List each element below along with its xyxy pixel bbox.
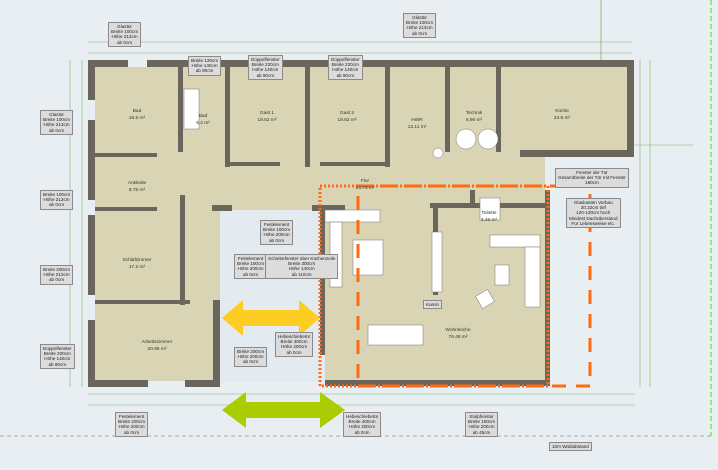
annotation-note: Breite 100cm Höhe 213cm ab 0cm <box>40 190 74 210</box>
room-area: 18.62 m² <box>337 118 357 123</box>
room-name: Küche <box>555 109 569 114</box>
annotation-note: Breite 200cm Höhe 200cm ab 0cm <box>234 347 268 367</box>
annotation-note: Breite 200cm Höhe 213cm ab 0cm <box>40 265 74 285</box>
green-double-arrow-icon <box>222 392 345 428</box>
annotation-note: Hebeschiebetür Breite 300cm Höhe 200cm a… <box>275 332 314 357</box>
annotation-note: Fenster der Tür Gesamtbreite der Tür mit… <box>555 168 629 188</box>
room-name: Flur <box>360 179 370 184</box>
annotation-note: Doppelfenster Breite 220cm Höhe 140cm ab… <box>328 55 363 80</box>
annotation-note: Hebeschiebetür Breite 400cm Höhe 200cm a… <box>343 412 382 437</box>
room-name: Gast 1 <box>259 111 275 116</box>
room-name: Toilette <box>481 211 497 216</box>
room-label: Ankleide 9.75 m² <box>128 180 146 194</box>
room-name: Bad <box>198 114 208 119</box>
room-name: HWR <box>411 118 423 123</box>
annotation-note: 10m Waldabstand <box>549 442 592 452</box>
annotation-note: Breite 120cm Höhe 140cm ab 90cm <box>188 56 222 76</box>
room-label: Gast 2 18.62 m² <box>338 110 357 124</box>
room-label: Bad 6.2 m² <box>196 113 210 127</box>
annotation-note: Doppelfenster Breite 200cm Höhe 140cm ab… <box>40 344 75 369</box>
room-area: 3.46 m² <box>480 218 498 223</box>
room-label: Flur 14.73 m² <box>356 178 375 192</box>
room-area: 20.95 m² <box>147 347 167 352</box>
annotation-note: Glastür Breite 100cm Höhe 213cm ab 0cm <box>108 22 142 47</box>
room-area: 14.73 m² <box>355 186 375 191</box>
room-area: 16.5 m² <box>128 116 146 121</box>
annotation-note: Schiebefenster über Küchenzeile Breite 3… <box>265 254 339 279</box>
room-label: Wohnküche 76.48 m² <box>445 327 470 341</box>
annotation-note: Festelement Breite 200cm Höhe 200cm ab 0… <box>115 412 149 437</box>
room-label: Schlafzimmer 17.2 m² <box>122 257 151 271</box>
room-name: Bad <box>132 109 142 114</box>
room-name: Gast 2 <box>339 111 355 116</box>
annotation-note: Glaskasten Vorbau 20.32cm tief 120-130cm… <box>566 198 621 229</box>
furniture <box>183 88 541 346</box>
room-name: Ankleide <box>127 181 147 186</box>
yellow-double-arrow-icon <box>222 300 320 336</box>
room-name: Arbeitszimmer <box>141 340 173 345</box>
room-label: Küche 24.6 m² <box>554 108 570 122</box>
room-label: Arbeitszimmer 20.95 m² <box>142 339 173 353</box>
room-label: Toilette 3.46 m² <box>481 210 497 224</box>
annotation-note: Festelement Breite 100cm Höhe 200cm ab 0… <box>234 254 268 279</box>
annotation-note: Stulpfenster Breite 180cm Höhe 200cm ab … <box>465 412 499 437</box>
room-area: 6.2 m² <box>196 121 210 126</box>
room-area: 6.96 m² <box>465 118 483 123</box>
room-area: 76.48 m² <box>448 335 468 340</box>
room-label: Bad 16.5 m² <box>129 108 145 122</box>
room-label: Technik 6.96 m² <box>466 110 482 124</box>
annotation-note: Glastür Breite 100cm Höhe 213cm ab 0cm <box>40 110 74 135</box>
annotation-note: Doppelfenster Breite 220cm Höhe 140cm ab… <box>248 55 283 80</box>
room-area: 18.62 m² <box>257 118 277 123</box>
annotation-note: Festelement Breite 100cm Höhe 200cm ab 0… <box>260 220 294 245</box>
room-name: Technik <box>465 111 483 116</box>
room-name: Wohnküche <box>445 328 471 333</box>
room-label: HWR 13.11 m² <box>408 117 427 131</box>
room-label: Gast 1 18.62 m² <box>258 110 277 124</box>
room-area: 9.75 m² <box>128 188 146 193</box>
annotation-note: Kamin <box>423 300 443 310</box>
floor-areas <box>95 67 627 381</box>
annotation-note: Glastür Breite 100cm Höhe 213cm ab 0cm <box>403 13 437 38</box>
room-area: 24.6 m² <box>553 116 571 121</box>
room-area: 13.11 m² <box>407 125 427 130</box>
room-area: 17.2 m² <box>128 265 146 270</box>
room-name: Schlafzimmer <box>122 258 152 263</box>
